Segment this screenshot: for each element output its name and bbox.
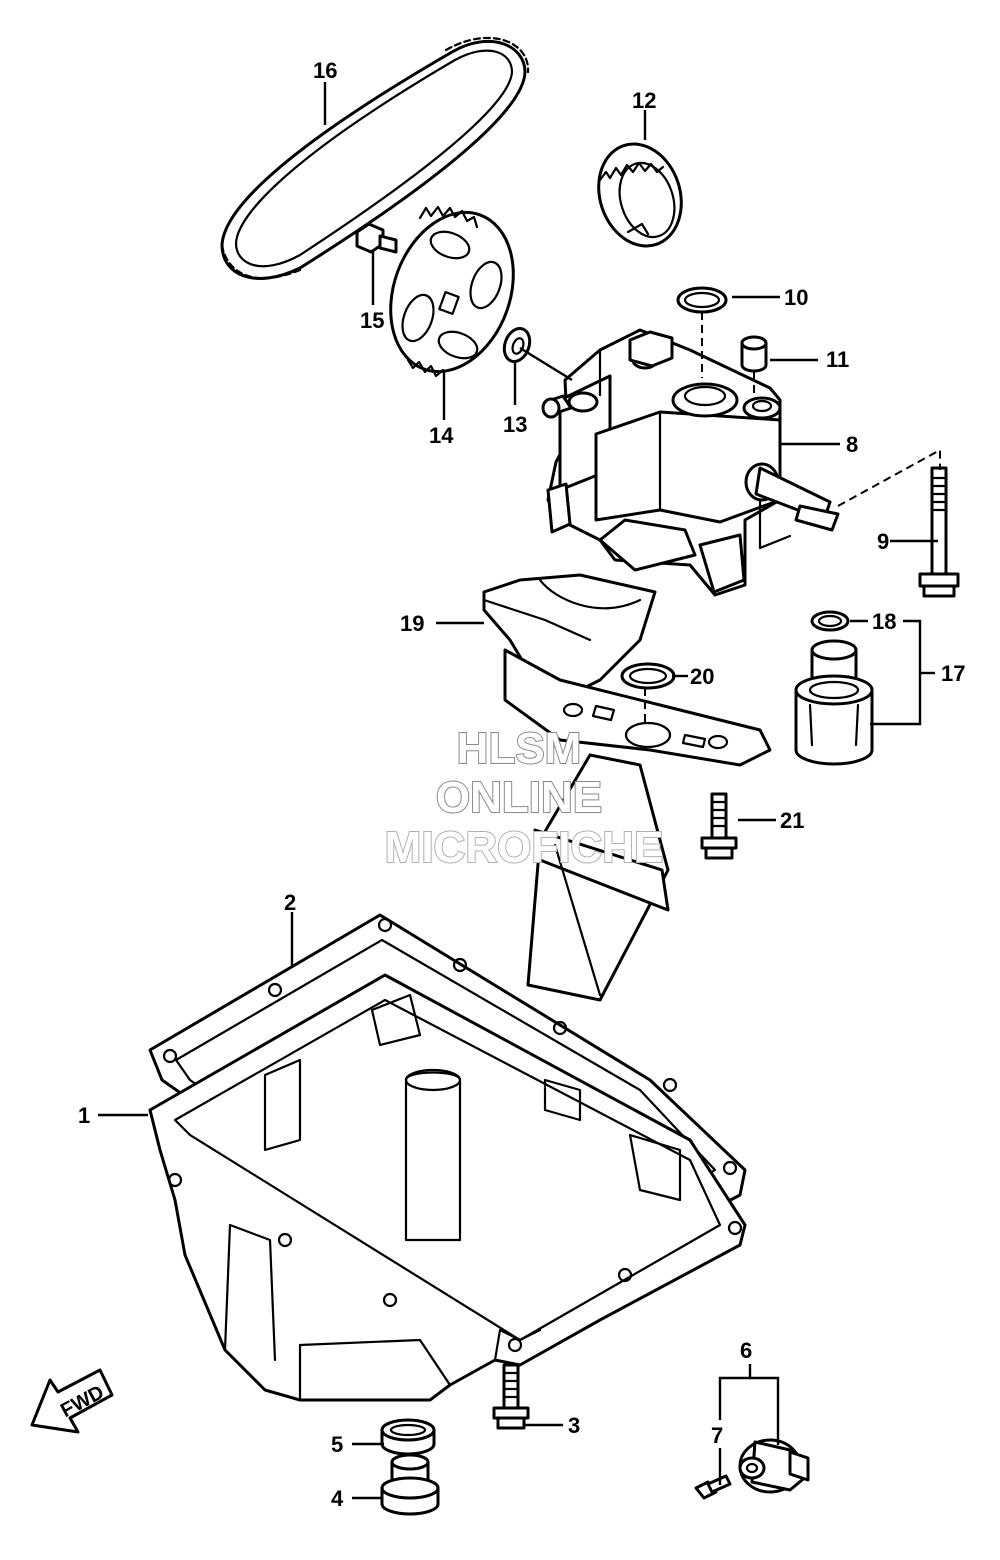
callout-12: 12	[632, 88, 656, 113]
callout-17: 17	[941, 661, 965, 686]
leader-lines	[98, 82, 941, 1500]
callout-20: 20	[690, 664, 714, 689]
part-21-bolt	[700, 792, 738, 860]
fwd-direction-badge: FWD	[30, 1368, 114, 1434]
part-11-dowel-pin	[740, 335, 768, 373]
callout-7: 7	[711, 1423, 723, 1448]
part-6-oil-pressure-switch	[738, 1438, 810, 1494]
callout-numbers: 16 12 10 11 8 15 14 13 9 18 17 19 20 21 …	[78, 58, 965, 1511]
watermark-line-2: ONLINE	[436, 773, 602, 822]
part-12-gear	[597, 142, 683, 248]
part-8-oil-pump	[541, 328, 840, 597]
part-20-o-ring	[620, 662, 676, 690]
callout-8: 8	[846, 432, 858, 457]
part-9-long-bolt	[918, 466, 960, 598]
callout-14: 14	[429, 423, 454, 448]
callout-9: 9	[877, 529, 889, 554]
callout-4: 4	[331, 1486, 344, 1511]
part-1-oil-pan	[148, 973, 747, 1402]
part-16-drive-chain	[220, 36, 530, 280]
watermark-line-1: HLSM	[457, 724, 582, 773]
callout-18: 18	[872, 609, 896, 634]
callout-16: 16	[313, 58, 337, 83]
watermark-line-3: MICROFICHE	[385, 823, 664, 872]
part-10-o-ring	[676, 286, 728, 314]
callout-19: 19	[400, 611, 424, 636]
callout-6: 6	[740, 1338, 752, 1363]
part-7-screw	[694, 1474, 732, 1500]
part-17-valve-assembly	[794, 639, 874, 766]
callout-10: 10	[784, 285, 808, 310]
callout-15: 15	[360, 308, 384, 333]
callout-3: 3	[568, 1413, 580, 1438]
part-14-sprocket	[389, 205, 515, 378]
callout-21: 21	[780, 808, 804, 833]
part-3-bolt	[492, 1363, 530, 1430]
callout-11: 11	[826, 347, 849, 372]
part-18-o-ring	[810, 610, 850, 632]
callout-5: 5	[331, 1432, 343, 1457]
watermark: HLSM ONLINE MICROFICHE	[384, 723, 665, 873]
callout-2: 2	[284, 890, 296, 915]
part-13-washer	[502, 327, 532, 363]
part-4-drain-plug	[380, 1453, 440, 1516]
part-5-gasket	[380, 1418, 436, 1456]
part-15-bolt	[355, 222, 398, 254]
part-19-oil-strainer	[482, 573, 772, 1002]
callout-13: 13	[503, 412, 527, 437]
callout-1: 1	[78, 1103, 90, 1128]
